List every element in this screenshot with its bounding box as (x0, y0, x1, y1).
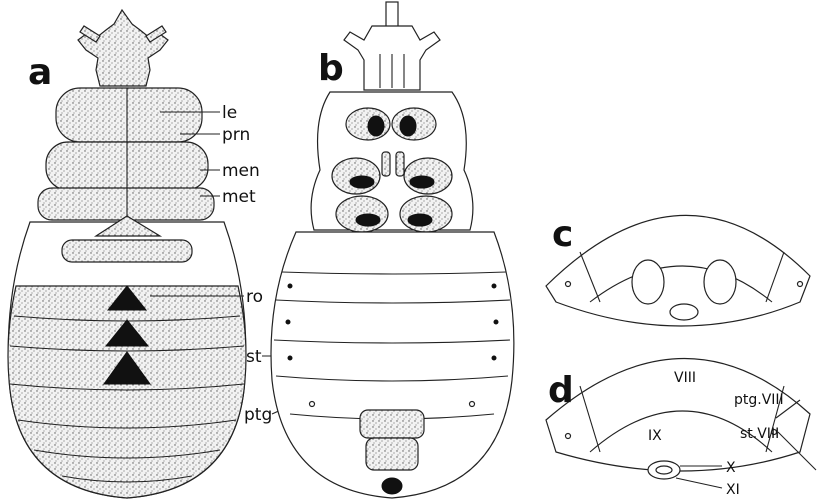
spiracle-b6 (492, 356, 496, 360)
label-met: met (222, 187, 256, 207)
genital-opening-b (382, 478, 402, 494)
spiracle-b1 (288, 284, 292, 288)
panel-b-drawing (271, 2, 514, 498)
panel-label-c: c (552, 214, 573, 255)
spiracle-b3 (288, 356, 292, 360)
spiracle-c1 (566, 282, 571, 287)
antenna-stalk-b (386, 2, 398, 28)
pleural-dot-b2 (470, 402, 475, 407)
coxa-3-left-b (336, 196, 388, 232)
coxa-1-right-spot (400, 116, 416, 136)
sternal-plate-b2 (396, 152, 404, 176)
panel-label-a: a (28, 52, 52, 93)
coxa-3-right-spot (408, 214, 432, 226)
label-xi: XI (726, 482, 740, 498)
metathorax-a (38, 188, 214, 220)
label-x: X (726, 460, 736, 476)
gonapophysis-left-c (632, 260, 664, 304)
coxa-2-right-b (404, 158, 452, 194)
pleural-dot-b1 (310, 402, 315, 407)
spiracle-b4 (492, 284, 496, 288)
panel-label-b: b (318, 48, 344, 89)
tergal-plate-a (62, 240, 192, 262)
label-prn: prn (222, 125, 250, 145)
head-a (78, 10, 168, 86)
spiracle-c2 (798, 282, 803, 287)
coxa-2-right-spot (410, 176, 434, 188)
coxa-2-left-b (332, 158, 380, 194)
gonapophysis-right-c (704, 260, 736, 304)
genital-plate-b1 (360, 410, 424, 438)
label-st: st (246, 347, 262, 367)
label-le: le (222, 103, 237, 123)
genital-plate-b2 (366, 438, 418, 470)
label-st-viii: st.VIII (740, 426, 779, 442)
coxa-1-left-spot (368, 116, 384, 136)
label-ix: IX (648, 428, 662, 444)
panel-c-drawing (546, 215, 810, 326)
leader-xi (676, 478, 722, 488)
label-men: men (222, 161, 260, 181)
spiracle-b2 (286, 320, 290, 324)
sternal-plate-b1 (382, 152, 390, 176)
spiracle-d1 (566, 434, 571, 439)
anal-ring-c (670, 304, 698, 320)
label-viii: VIII (674, 370, 696, 386)
label-ptg-viii: ptg.VIII (734, 392, 784, 408)
coxa-2-left-spot (350, 176, 374, 188)
panel-label-d: d (548, 370, 574, 411)
label-ro: ro (246, 287, 263, 307)
coxa-3-right-b (400, 196, 452, 232)
anal-inner-d (656, 466, 672, 474)
coxa-3-left-spot (356, 214, 380, 226)
spiracle-b5 (494, 320, 498, 324)
label-ptg: ptg (244, 405, 272, 425)
